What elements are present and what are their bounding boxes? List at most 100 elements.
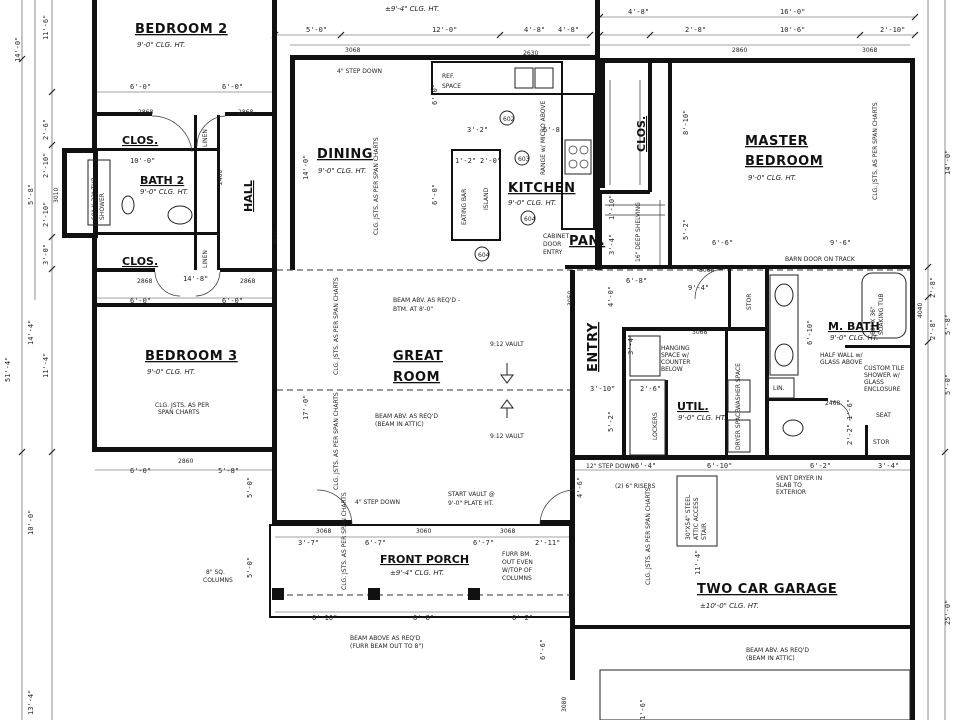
- dim-bed3-6-0b: 6'-0": [222, 297, 243, 305]
- beam-great-note-1: BEAM ABV. AS REQ'D -: [393, 297, 460, 304]
- soaking-note-2: SOAKING TUB: [878, 294, 885, 335]
- dim-left-2-10a: 2'-10": [42, 153, 50, 178]
- dim-ut-5-2: 5'-2": [607, 411, 615, 432]
- dim-g-6-6: 6'-6": [539, 639, 547, 660]
- dim-p-6-7a: 6'-7": [365, 539, 386, 547]
- ref-note-1: REF.: [442, 73, 454, 80]
- dining-height: 9'-0" CLG. HT.: [318, 167, 366, 175]
- risers-note: (2) 6" RISERS: [615, 483, 656, 490]
- vault-top-note: 9:12 VAULT: [490, 341, 524, 348]
- dim-left-2-6: 2'-6": [42, 119, 50, 140]
- code-604b: 604: [478, 252, 490, 259]
- dim-top-12-0: 12'-0": [432, 26, 457, 34]
- door-window-codes: 602 603 604 604 3068 2868 2868 2868 2868…: [53, 47, 924, 712]
- kitchen-label: KITCHEN: [508, 181, 575, 196]
- seat-note: SEAT: [876, 412, 891, 419]
- dim-g-1-6: 1'-6": [639, 699, 647, 720]
- dim-left-14-4: 14'-4": [27, 320, 35, 345]
- code-3068-top: 3068: [345, 47, 360, 54]
- toilet-fixture: [121, 195, 135, 215]
- dim-p-2-11: 2'-11": [535, 539, 560, 547]
- furr-note-2: OUT EVEN: [502, 559, 533, 566]
- dim-mb-6-10: 6'-10": [806, 320, 814, 345]
- tub-note-2: SHOWER: [99, 193, 106, 220]
- tub-fixture: [87, 159, 111, 226]
- code-2860-bed3: 2860: [178, 458, 193, 465]
- dim-mb-8-10: 8'-10": [682, 110, 690, 135]
- beam-attic-note-2: (BEAM IN ATTIC): [375, 421, 424, 428]
- barn-door-note: BARN DOOR ON TRACK: [785, 256, 856, 263]
- dim-top-4-8b: 4'-8": [558, 26, 579, 34]
- columns-note-2: COLUMNS: [203, 577, 233, 584]
- code-3050-hall: 3050: [272, 230, 279, 245]
- dim-right-14-0: 14'-0": [944, 150, 952, 175]
- beam-great-note-2: BTM. AT 8'-0": [393, 306, 433, 313]
- dim-right-5-8: 5'-8": [944, 314, 952, 335]
- dim-g-6-4: 6'-4": [635, 462, 656, 470]
- dim-p-6-8: 6'-8": [413, 614, 434, 622]
- step-down-porch-note: 4" STEP DOWN: [355, 499, 400, 506]
- cabinet-note-2: DOOR: [543, 241, 561, 248]
- dim-top-2-8: 2'-8": [685, 26, 706, 34]
- dim-top-2-10: 2'-10": [880, 26, 905, 34]
- code-2868-b3clos: 2868: [138, 109, 153, 116]
- dim-right-2-8: 2'-8": [929, 277, 937, 298]
- lockers-note: LOCKERS: [652, 412, 659, 440]
- washer-note: WASHER SPACE: [735, 363, 742, 410]
- code-604a: 604: [524, 216, 536, 223]
- master-bedroom-label-2: BEDROOM: [745, 154, 823, 169]
- dim-p-5-0b: 5'-0": [246, 557, 254, 578]
- great-joists-top-note: CLG. JSTS. AS PER SPAN CHARTS: [333, 277, 340, 375]
- beam-attic-note-1: BEAM ABV. AS REQ'D: [375, 413, 438, 420]
- dim-left-11-6: 11'-6": [42, 15, 50, 40]
- code-2868-bed3: 2868: [240, 278, 255, 285]
- bedroom3-label: BEDROOM 3: [145, 349, 238, 364]
- start-vault-note-1: START VAULT @: [448, 491, 495, 498]
- code-3068-porch: 3068: [500, 528, 515, 535]
- code-3068-master: 3068: [699, 267, 714, 274]
- dim-top-4-8c: 4'-8": [628, 8, 649, 16]
- code-4040: 4040: [917, 303, 924, 318]
- dim-kit-6-0v: 6'-0": [431, 84, 439, 105]
- attic-stair-note-2: ATTIC ACCESS: [693, 497, 700, 540]
- arrow-up-icon: [500, 399, 514, 418]
- code-2868-clos: 2868: [137, 278, 152, 285]
- dim-ut-3-10: 3'-10": [590, 385, 615, 393]
- shower-note-4: ENCLOSURE: [864, 386, 901, 393]
- porch-joists-note: CLG. JSTS. AS PER SPAN CHARTS: [341, 492, 348, 590]
- dim-left-2-10b: 2'-10": [42, 202, 50, 227]
- dim-pan-6-8: 6'-8": [626, 277, 647, 285]
- vault-bottom-note: 9:12 VAULT: [490, 433, 524, 440]
- dimension-lines: [18, 0, 949, 720]
- dim-kit-3-4: 3'-4": [608, 234, 616, 255]
- dim-ut-3-4: 3'-4": [627, 334, 635, 355]
- dim-g-6-10: 6'-10": [707, 462, 732, 470]
- dim-ent-4-0: 4'-0": [607, 286, 615, 307]
- entry-label: ENTRY: [586, 322, 601, 372]
- furr-note-4: COLUMNS: [502, 575, 532, 582]
- dim-left-13-4: 13'-4": [27, 690, 35, 715]
- dim-p-6-7b: 6'-7": [473, 539, 494, 547]
- room-labels: BEDROOM 2 9'-0" CLG. HT. CLOS. CLOS. BAT…: [122, 5, 880, 610]
- code-2860-master: 2860: [732, 47, 747, 54]
- columns-note-1: 8" SQ.: [206, 569, 225, 576]
- code-3068-great: 3068: [316, 528, 331, 535]
- dim-kit-3-2: 3'-2": [467, 126, 488, 134]
- ref-note-2: SPACE: [442, 83, 461, 90]
- dim-bed2-6-0b: 6'-0": [222, 83, 243, 91]
- hanging-note-3: COUNTER: [661, 359, 690, 366]
- dim-left-11-4: 11'-4": [42, 353, 50, 378]
- bath2-label: BATH 2: [140, 174, 184, 187]
- hanging-note-4: BELOW: [661, 366, 683, 373]
- cabinet-note-1: CABINET: [543, 233, 569, 240]
- garage-joists-note: CLG. JSTS. AS PER SPAN CHARTS: [645, 487, 652, 585]
- code-602: 602: [503, 116, 515, 123]
- dim-left-5-8: 5'-8": [27, 184, 35, 205]
- attic-stair-note-3: STAIR: [701, 523, 708, 540]
- attic-stair-fixture: [676, 475, 718, 547]
- half-wall-note-2: GLASS ABOVE: [820, 359, 863, 366]
- dim-g-11-4: 11'-4": [694, 550, 702, 575]
- range-note: RANGE w/ MICRO ABOVE: [540, 101, 547, 175]
- dining-joists-note: CLG. JSTS. AS PER SPAN CHARTS: [373, 137, 380, 235]
